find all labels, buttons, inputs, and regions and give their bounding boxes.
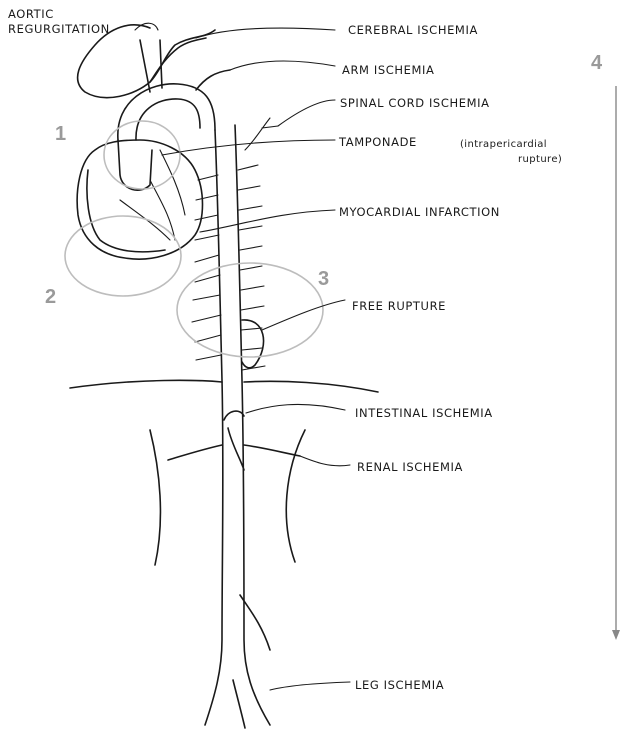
zone-4-number: 4 — [591, 52, 603, 74]
zone-3-number: 3 — [318, 268, 329, 290]
aortic-arch-inner — [136, 99, 200, 140]
label-tamponade-note-line2: rupture) — [518, 154, 562, 165]
label-free-rupture: FREE RUPTURE — [352, 299, 446, 313]
label-tamponade: TAMPONADE — [338, 135, 417, 149]
zone-1-number: 1 — [55, 123, 66, 145]
zone-2-number: 2 — [45, 286, 56, 308]
label-aortic-regurgitation-line1: AORTIC — [8, 7, 54, 21]
spinal-branch — [245, 118, 278, 150]
label-cerebral-ischemia: CEREBRAL ISCHEMIA — [348, 23, 478, 37]
carotid-branch — [150, 38, 206, 82]
label-tamponade-note-line1: (intrapericardial — [460, 139, 547, 150]
renal-artery-left — [168, 445, 222, 460]
free-rupture-bulge — [242, 320, 264, 368]
arch-branch-brachiocephalic — [140, 40, 162, 92]
label-myocardial-infarction: MYOCARDIAL INFARCTION — [339, 205, 500, 219]
heart-outline — [77, 140, 202, 259]
zone-1-outline — [104, 121, 180, 189]
intercostal-arteries — [192, 165, 265, 370]
label-leg-ischemia: LEG ISCHEMIA — [355, 678, 444, 692]
label-spinal-cord-ischemia: SPINAL CORD ISCHEMIA — [340, 96, 490, 110]
descending-aorta-left — [205, 130, 223, 725]
heart-wall — [87, 170, 165, 252]
iliac-bifurcation — [233, 680, 245, 728]
label-intestinal-ischemia: INTESTINAL ISCHEMIA — [355, 406, 493, 420]
kidney-right — [286, 430, 305, 562]
celiac-trunk — [224, 411, 244, 470]
zone-4-arrowhead — [612, 630, 620, 640]
label-arm-ischemia: ARM ISCHEMIA — [342, 63, 434, 77]
renal-artery-right — [244, 445, 300, 456]
diaphragm — [70, 380, 378, 392]
label-renal-ischemia: RENAL ISCHEMIA — [357, 460, 463, 474]
arch-branch-subclavian — [196, 70, 230, 90]
label-aortic-regurgitation-line2: REGURGITATION — [8, 22, 110, 36]
coronary-vessels — [120, 150, 185, 240]
kidney-left — [150, 430, 160, 565]
zone-3-outline — [177, 263, 323, 357]
aortic-root — [118, 140, 152, 190]
